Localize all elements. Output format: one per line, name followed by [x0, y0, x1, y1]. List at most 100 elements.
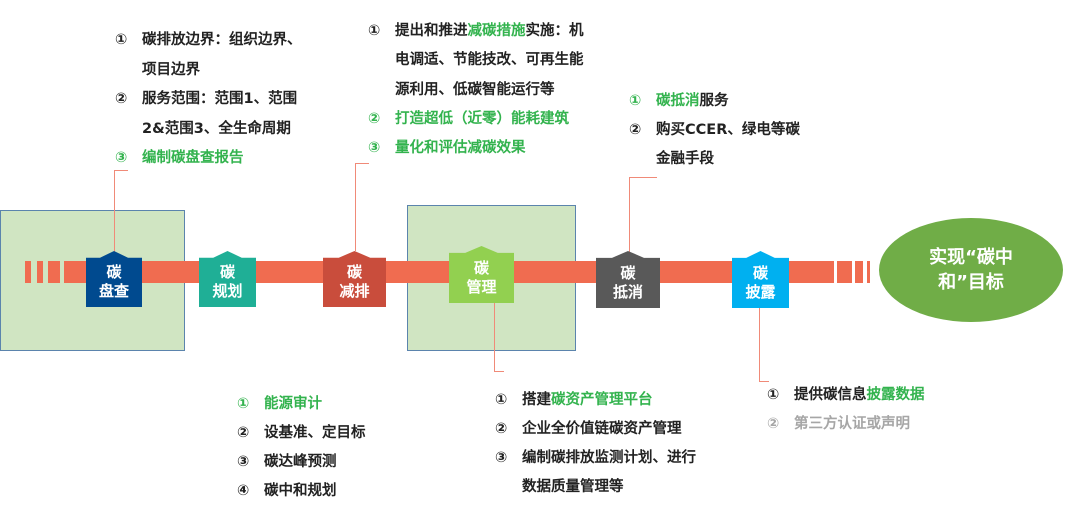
item-text: 设基准、定目标 — [264, 425, 366, 441]
item-text: 提供碳信息 — [794, 387, 867, 403]
stage-carbon-disclosure: 碳披露 — [732, 251, 789, 308]
item-number: ③ — [237, 454, 250, 470]
list-item: ③ 编制碳盘查报告 — [115, 144, 302, 174]
item-text: 提出和推进 — [395, 23, 468, 39]
item-text: 编制碳排放监测计划、进行 — [522, 450, 696, 466]
list-item: 2&范围3、全生命周期 — [115, 115, 302, 145]
item-text: 源利用、低碳智能运行等 — [395, 81, 555, 98]
list-item: 电调适、节能技改、可再生能 — [368, 46, 584, 75]
goal-line-1: 实现“碳中 — [929, 247, 1013, 268]
item-number: ① — [629, 93, 642, 109]
item-number: ③ — [368, 140, 381, 157]
item-number: ② — [115, 91, 128, 107]
connector-inventory — [114, 170, 115, 252]
item-text: 电调适、节能技改、可再生能 — [395, 52, 584, 69]
item-text: 量化和评估减碳效果 — [395, 140, 526, 157]
item-text: 编制碳盘查报告 — [142, 150, 244, 166]
connector-offset — [629, 177, 630, 252]
list-item: ① 搭建碳资产管理平台 — [495, 386, 696, 415]
connector-reduction — [355, 163, 356, 251]
item-number: ③ — [495, 450, 508, 466]
stage-label-1: 碳 — [106, 263, 122, 281]
item-text: 购买CCER、绿电等碳 — [656, 122, 800, 138]
connector-inventory-tick — [114, 170, 128, 171]
item-number: ④ — [237, 483, 250, 499]
inventory-notes: ① 碳排放边界：组织边界、项目边界 ② 服务范围：范围1、范围 2&范围3、全生命周期 ③… — [115, 26, 302, 174]
item-text: 碳资产管理平台 — [551, 392, 653, 408]
item-number: ① — [767, 387, 780, 403]
item-text: 搭建 — [522, 392, 551, 408]
item-number: ② — [629, 122, 642, 138]
list-item: 数据质量管理等 — [495, 473, 696, 502]
stage-carbon-planning: 碳规划 — [199, 251, 256, 307]
item-text: 服务 — [699, 93, 729, 109]
planning-notes: ① 能源审计 ② 设基准、定目标 ③ 碳达峰预测 ④ 碳中和规划 — [237, 390, 366, 506]
item-text: 实施：机 — [525, 23, 584, 39]
stage-label-2: 规划 — [212, 282, 243, 300]
item-number: ① — [368, 23, 381, 39]
item-text: 数据质量管理等 — [522, 479, 624, 495]
list-item: ② 设基准、定目标 — [237, 419, 366, 448]
list-item: ③ 碳达峰预测 — [237, 448, 366, 477]
list-item: ① 提出和推进减碳措施实施：机 — [368, 17, 584, 46]
stage-label-2: 抵消 — [612, 282, 643, 301]
item-text: 服务范围：范围1、范围 — [142, 91, 298, 107]
item-text: 金融手段 — [656, 151, 714, 167]
item-text: 能源审计 — [264, 396, 322, 412]
list-item: ② 服务范围：范围1、范围 — [115, 85, 302, 115]
stage-label-2: 盘查 — [98, 282, 129, 300]
stage-label-1: 碳 — [219, 263, 235, 281]
list-item: ① 碳抵消服务 — [629, 87, 800, 116]
connector-disclosure-tick — [759, 381, 769, 382]
item-number: ① — [115, 32, 128, 48]
list-item: ① 能源审计 — [237, 390, 366, 419]
connector-disclosure — [759, 308, 760, 381]
item-number: ② — [237, 425, 250, 441]
stage-label-1: 碳 — [473, 258, 489, 277]
item-number: ③ — [115, 150, 128, 166]
stage-label-2: 管理 — [466, 277, 497, 296]
item-number: ② — [767, 416, 780, 432]
item-number: ① — [495, 392, 508, 408]
stage-carbon-management: 碳管理 — [449, 246, 514, 303]
item-text: 第三方认证或声明 — [794, 416, 910, 432]
item-text: 碳中和规划 — [264, 483, 337, 499]
item-number: ② — [368, 110, 381, 127]
item-text: 碳达峰预测 — [264, 454, 337, 470]
list-item: ② 购买CCER、绿电等碳 — [629, 116, 800, 145]
stage-carbon-offset: 碳抵消 — [596, 251, 660, 308]
management-notes: ① 搭建碳资产管理平台 ② 企业全价值链碳资产管理 ③ 编制碳排放监测计划、进行数据质量管… — [495, 386, 696, 502]
stage-label-1: 碳 — [620, 263, 636, 282]
offset-notes: ① 碳抵消服务 ② 购买CCER、绿电等碳金融手段 — [629, 87, 800, 174]
item-text: 减碳措施 — [467, 23, 526, 39]
stage-label-1: 碳 — [346, 263, 362, 281]
item-text: 碳排放边界：组织边界、 — [142, 32, 302, 48]
item-text: 企业全价值链碳资产管理 — [522, 421, 682, 437]
item-text: 2&范围3、全生命周期 — [142, 120, 291, 137]
connector-offset-tick — [629, 177, 657, 178]
list-item: ② 打造超低（近零）能耗建筑 — [368, 105, 584, 134]
list-item: ① 碳排放边界：组织边界、 — [115, 26, 302, 56]
list-item: ④ 碳中和规划 — [237, 477, 366, 506]
list-item: 金融手段 — [629, 145, 800, 174]
connector-management — [494, 303, 495, 371]
stage-label-2: 减排 — [339, 282, 370, 300]
stage-carbon-reduction: 碳减排 — [323, 251, 386, 307]
item-number: ② — [495, 421, 508, 437]
stage-label-2: 披露 — [745, 282, 776, 301]
item-text: 碳抵消 — [656, 93, 700, 109]
stage-carbon-inventory: 碳盘查 — [86, 251, 142, 307]
list-item: 源利用、低碳智能运行等 — [368, 76, 584, 105]
list-item: ③ 量化和评估减碳效果 — [368, 134, 584, 163]
item-text: 项目边界 — [142, 61, 200, 78]
list-item: 项目边界 — [115, 56, 302, 86]
list-item: ② 第三方认证或声明 — [767, 410, 925, 439]
connector-reduction-tick — [355, 163, 369, 164]
item-number: ① — [237, 396, 250, 412]
list-item: ③ 编制碳排放监测计划、进行 — [495, 444, 696, 473]
item-text: 打造超低（近零）能耗建筑 — [395, 110, 569, 127]
goal-line-2: 和”目标 — [938, 272, 1004, 293]
